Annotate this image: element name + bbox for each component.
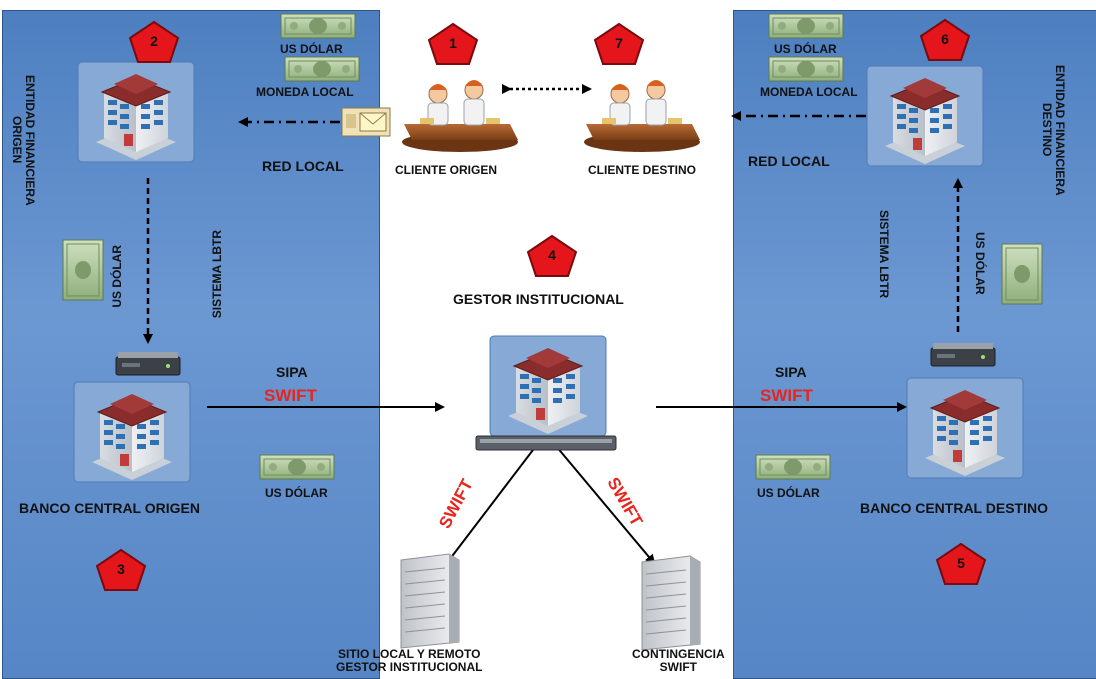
banco-central-destino-label: BANCO CENTRAL DESTINO <box>860 500 1048 516</box>
us-dolar-right-bill-icon <box>1001 243 1043 305</box>
moneda-local-tr-bill-icon <box>768 56 844 82</box>
cliente-destino-label: CLIENTE DESTINO <box>588 163 697 177</box>
contingencia-server-icon <box>641 555 701 651</box>
banco-destino-building-icon <box>906 377 1024 479</box>
sitio-local-remoto-label: SITIO LOCAL Y REMOTO GESTOR INSTITUCIONA… <box>336 647 483 674</box>
moneda-local-tl-bill-icon <box>284 56 360 82</box>
entidad-financiera-destino-label: ENTIDAD FINANCIERA DESTINO <box>1040 64 1067 196</box>
step-number-7: 7 <box>615 35 623 51</box>
gestor-to-sitio-connector <box>435 445 537 578</box>
step-number-5: 5 <box>957 555 965 571</box>
entidad-destino-building-icon <box>866 65 984 167</box>
banco-origen-building-icon <box>73 381 191 483</box>
gestor-switch-icon <box>475 435 617 451</box>
sistema-lbtr-right-label: SISTEMA LBTR <box>877 210 891 299</box>
entidad-financiera-origen-label: ENTIDAD FINANCIERA ORIGEN <box>10 74 37 206</box>
us-dolar-br-label: US DÓLAR <box>757 486 820 500</box>
step-badge-4 <box>526 234 578 277</box>
us-dolar-bl-bill-icon <box>259 454 335 480</box>
envelope-icon <box>341 107 391 137</box>
moneda-local-tl-label: MONEDA LOCAL <box>256 85 354 99</box>
us-dolar-right-vert-label: US DÓLAR <box>973 232 987 295</box>
gestor-to-contingencia-connector <box>555 445 656 565</box>
step-number-1: 1 <box>449 35 457 51</box>
sipa-right-label: SIPA <box>775 364 807 380</box>
us-dolar-bl-label: US DÓLAR <box>265 486 328 500</box>
sipa-left-label: SIPA <box>276 364 308 380</box>
moneda-local-tr-label: MONEDA LOCAL <box>760 85 858 99</box>
red-local-right-label: RED LOCAL <box>748 153 830 169</box>
cliente-origen-label: CLIENTE ORIGEN <box>395 163 498 177</box>
sistema-lbtr-left-label: SISTEMA LBTR <box>210 230 224 319</box>
us-dolar-left-vert-label: US DÓLAR <box>110 245 124 308</box>
step-badge-6 <box>919 18 971 61</box>
router-destino-icon <box>930 342 996 367</box>
step-number-6: 6 <box>941 31 949 47</box>
banco-central-origen-label: BANCO CENTRAL ORIGEN <box>19 500 200 516</box>
step-number-3: 3 <box>117 561 125 577</box>
us-dolar-tr-label: US DÓLAR <box>774 42 837 56</box>
us-dolar-tl-bill-icon <box>280 13 356 39</box>
router-origen-icon <box>115 351 181 376</box>
red-local-left-label: RED LOCAL <box>262 158 344 174</box>
us-dolar-left-bill-icon <box>62 239 104 301</box>
entidad-origen-building-icon <box>77 61 195 163</box>
us-dolar-tr-bill-icon <box>768 13 844 39</box>
swift-left-label: SWIFT <box>264 386 317 405</box>
swift-right-label: SWIFT <box>760 386 813 405</box>
step-badge-3 <box>95 548 147 591</box>
step-badge-2 <box>128 20 180 63</box>
step-number-4: 4 <box>548 247 556 263</box>
step-badge-1 <box>427 22 479 65</box>
step-badge-5 <box>935 542 987 585</box>
step-badge-7 <box>593 22 645 65</box>
cliente-origen-icon <box>401 79 519 153</box>
step-badges <box>95 18 987 591</box>
sitio-local-server-icon <box>400 553 460 649</box>
step-number-2: 2 <box>150 33 158 49</box>
cliente-destino-icon <box>583 79 701 153</box>
gestor-building-icon <box>489 335 607 437</box>
gestor-institucional-label: GESTOR INSTITUCIONAL <box>453 291 624 307</box>
us-dolar-br-bill-icon <box>755 454 831 480</box>
contingencia-swift-label: CONTINGENCIA SWIFT <box>632 647 725 674</box>
us-dolar-tl-label: US DÓLAR <box>280 42 343 56</box>
